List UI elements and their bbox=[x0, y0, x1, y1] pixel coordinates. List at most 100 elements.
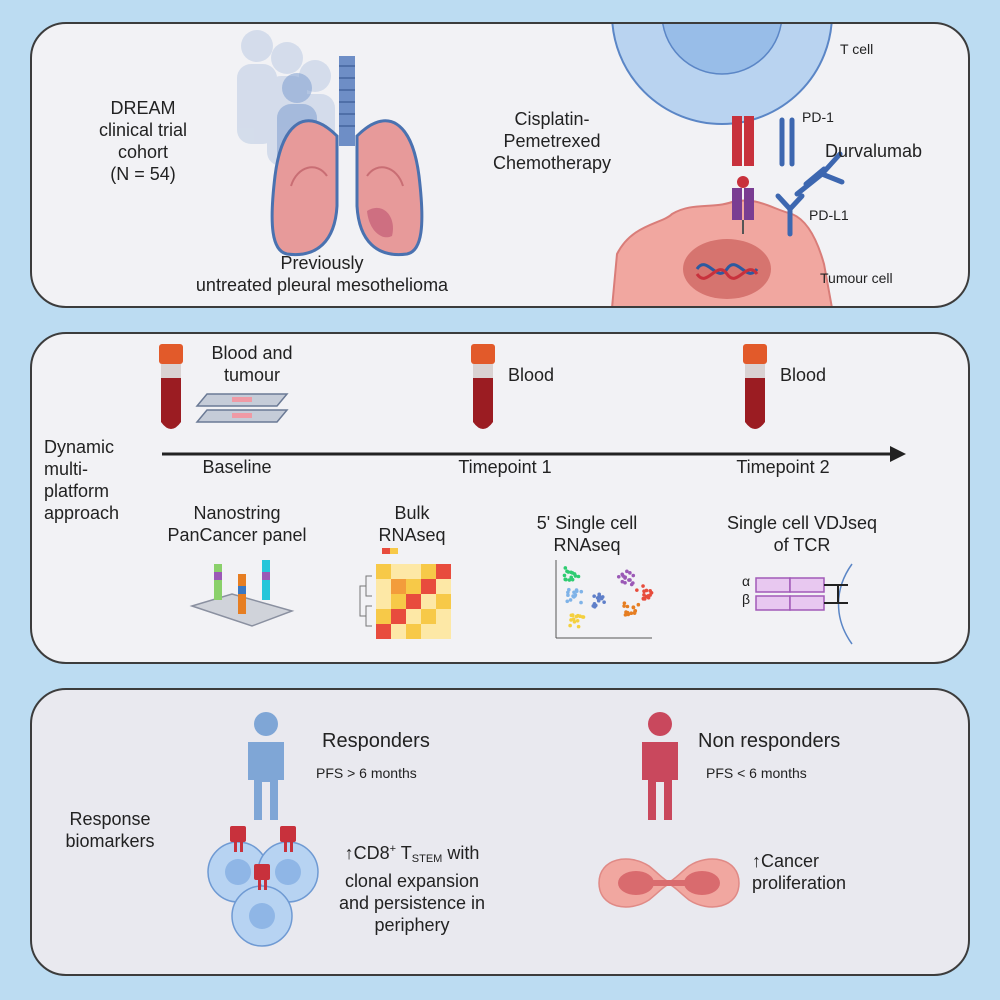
heatmap-cell bbox=[376, 609, 391, 624]
heatmap-cell bbox=[391, 564, 406, 579]
heatmap-cell bbox=[406, 624, 421, 639]
umap-dot bbox=[574, 589, 579, 594]
umap-dot bbox=[632, 611, 637, 615]
heatmap-cell bbox=[421, 624, 436, 639]
heatmap-cell bbox=[406, 609, 421, 624]
heatmap-cell bbox=[376, 579, 391, 594]
umap-dot bbox=[563, 566, 568, 570]
umap-dot bbox=[572, 572, 577, 576]
pdl1-ligand-icon bbox=[775, 193, 805, 237]
pdl1-label: PD-L1 bbox=[809, 207, 849, 223]
umap-dot bbox=[596, 598, 601, 603]
heatmap-cell bbox=[376, 624, 391, 639]
timepoint1-label: Timepoint 1 bbox=[458, 457, 552, 477]
biomarkers-panel: Response biomarkers Responders PFS > 6 m… bbox=[30, 688, 970, 976]
durvalumab-antibody-icon bbox=[794, 151, 845, 197]
heatmap-cell bbox=[391, 609, 406, 624]
dividing-cancer-cell-icon bbox=[598, 858, 740, 908]
umap-dot bbox=[570, 577, 575, 582]
umap-dot bbox=[565, 569, 569, 574]
sample1-label: Blood and tumour bbox=[211, 343, 293, 385]
umap-dot bbox=[641, 597, 646, 601]
heatmap-cell bbox=[436, 609, 451, 624]
umap-dot bbox=[628, 571, 632, 575]
umap-dot bbox=[623, 613, 628, 617]
umap-dot bbox=[592, 594, 596, 598]
sample3-label: Blood bbox=[780, 365, 827, 385]
tissue-slides-icon bbox=[195, 393, 289, 423]
umap-dot bbox=[565, 599, 570, 604]
patients-lungs-illustration bbox=[237, 30, 424, 257]
pd1-receptor-icon bbox=[779, 117, 795, 167]
nonresponders-label: Non responders bbox=[698, 730, 841, 752]
umap-dot bbox=[570, 613, 575, 617]
umap-dot bbox=[573, 594, 577, 598]
responder-biomarker-text: ↑CD8+ TSTEM with clonal expansion and pe… bbox=[338, 843, 486, 935]
umap-dot bbox=[574, 614, 579, 619]
immune-checkpoint-illustration bbox=[611, 24, 845, 306]
umap-dot bbox=[625, 604, 630, 609]
umap-dot bbox=[576, 624, 581, 629]
heatmap-cell bbox=[436, 624, 451, 639]
alpha-chain-label: α bbox=[742, 573, 751, 589]
cohort-panel: DREAM clinical trial cohort (N = 54) bbox=[30, 22, 970, 308]
blood-tube-timepoint2-icon bbox=[743, 344, 767, 429]
umap-dot bbox=[629, 611, 634, 616]
timepoint2-label: Timepoint 2 bbox=[736, 457, 830, 477]
umap-dot bbox=[566, 590, 570, 595]
heatmap-cell bbox=[391, 624, 406, 639]
nonresponder-biomarker-text: ↑Cancer proliferation bbox=[752, 851, 847, 893]
heatmap-cell bbox=[421, 579, 436, 594]
heatmap-cell bbox=[436, 594, 451, 609]
cohort-label: DREAM clinical trial cohort (N = 54) bbox=[98, 98, 188, 184]
single-cell-umap-icon bbox=[555, 560, 654, 639]
method-scrnaseq-label: 5' Single cell RNAseq bbox=[536, 513, 638, 555]
umap-dot bbox=[625, 569, 629, 574]
pd1-label: PD-1 bbox=[802, 109, 834, 125]
umap-dot bbox=[642, 589, 646, 594]
umap-dot bbox=[641, 584, 645, 588]
heatmap-cell bbox=[406, 594, 421, 609]
beta-chain-label: β bbox=[742, 591, 751, 607]
blood-tube-timepoint1-icon bbox=[471, 344, 495, 429]
nanostring-panel-icon bbox=[189, 560, 295, 627]
method-nanostring-label: Nanostring PanCancer panel bbox=[167, 503, 307, 545]
t-cell-label: T cell bbox=[840, 41, 874, 57]
umap-dot bbox=[602, 600, 606, 604]
umap-dot bbox=[622, 604, 626, 608]
responders-pfs-label: PFS > 6 months bbox=[316, 765, 417, 781]
heatmap-cell bbox=[406, 579, 421, 594]
umap-dot bbox=[597, 592, 602, 597]
dna-icon bbox=[695, 263, 759, 275]
heatmap-cell bbox=[421, 609, 436, 624]
durvalumab-label: Durvalumab bbox=[825, 141, 923, 161]
umap-dot bbox=[567, 587, 571, 592]
heatmap-cell bbox=[376, 594, 391, 609]
heatmap-cell bbox=[391, 579, 406, 594]
tcr-receptor-icon bbox=[732, 116, 754, 234]
nonresponder-person-icon bbox=[642, 712, 678, 820]
biomarkers-label: Response biomarkers bbox=[65, 809, 155, 851]
heatmap-cell bbox=[436, 579, 451, 594]
umap-dot bbox=[576, 574, 581, 579]
umap-dot bbox=[631, 573, 636, 578]
umap-dot bbox=[648, 593, 652, 597]
umap-dot bbox=[636, 602, 641, 607]
umap-dot bbox=[628, 578, 632, 582]
umap-dot bbox=[567, 578, 572, 582]
heatmap-cell bbox=[421, 564, 436, 579]
umap-dot bbox=[631, 605, 636, 610]
umap-dot bbox=[568, 623, 572, 628]
umap-dot bbox=[616, 574, 621, 579]
baseline-label: Baseline bbox=[202, 457, 272, 477]
umap-dot bbox=[635, 588, 639, 592]
heatmap-cell bbox=[436, 564, 451, 579]
umap-dot bbox=[599, 596, 604, 601]
heatmap-cell bbox=[391, 594, 406, 609]
timeline-arrow-icon bbox=[162, 446, 906, 462]
sample2-label: Blood bbox=[508, 365, 555, 385]
method-bulk-rnaseq-label: Bulk RNAseq bbox=[378, 503, 446, 545]
bulk-rnaseq-heatmap-icon bbox=[359, 548, 451, 639]
heatmap-cell bbox=[376, 564, 391, 579]
